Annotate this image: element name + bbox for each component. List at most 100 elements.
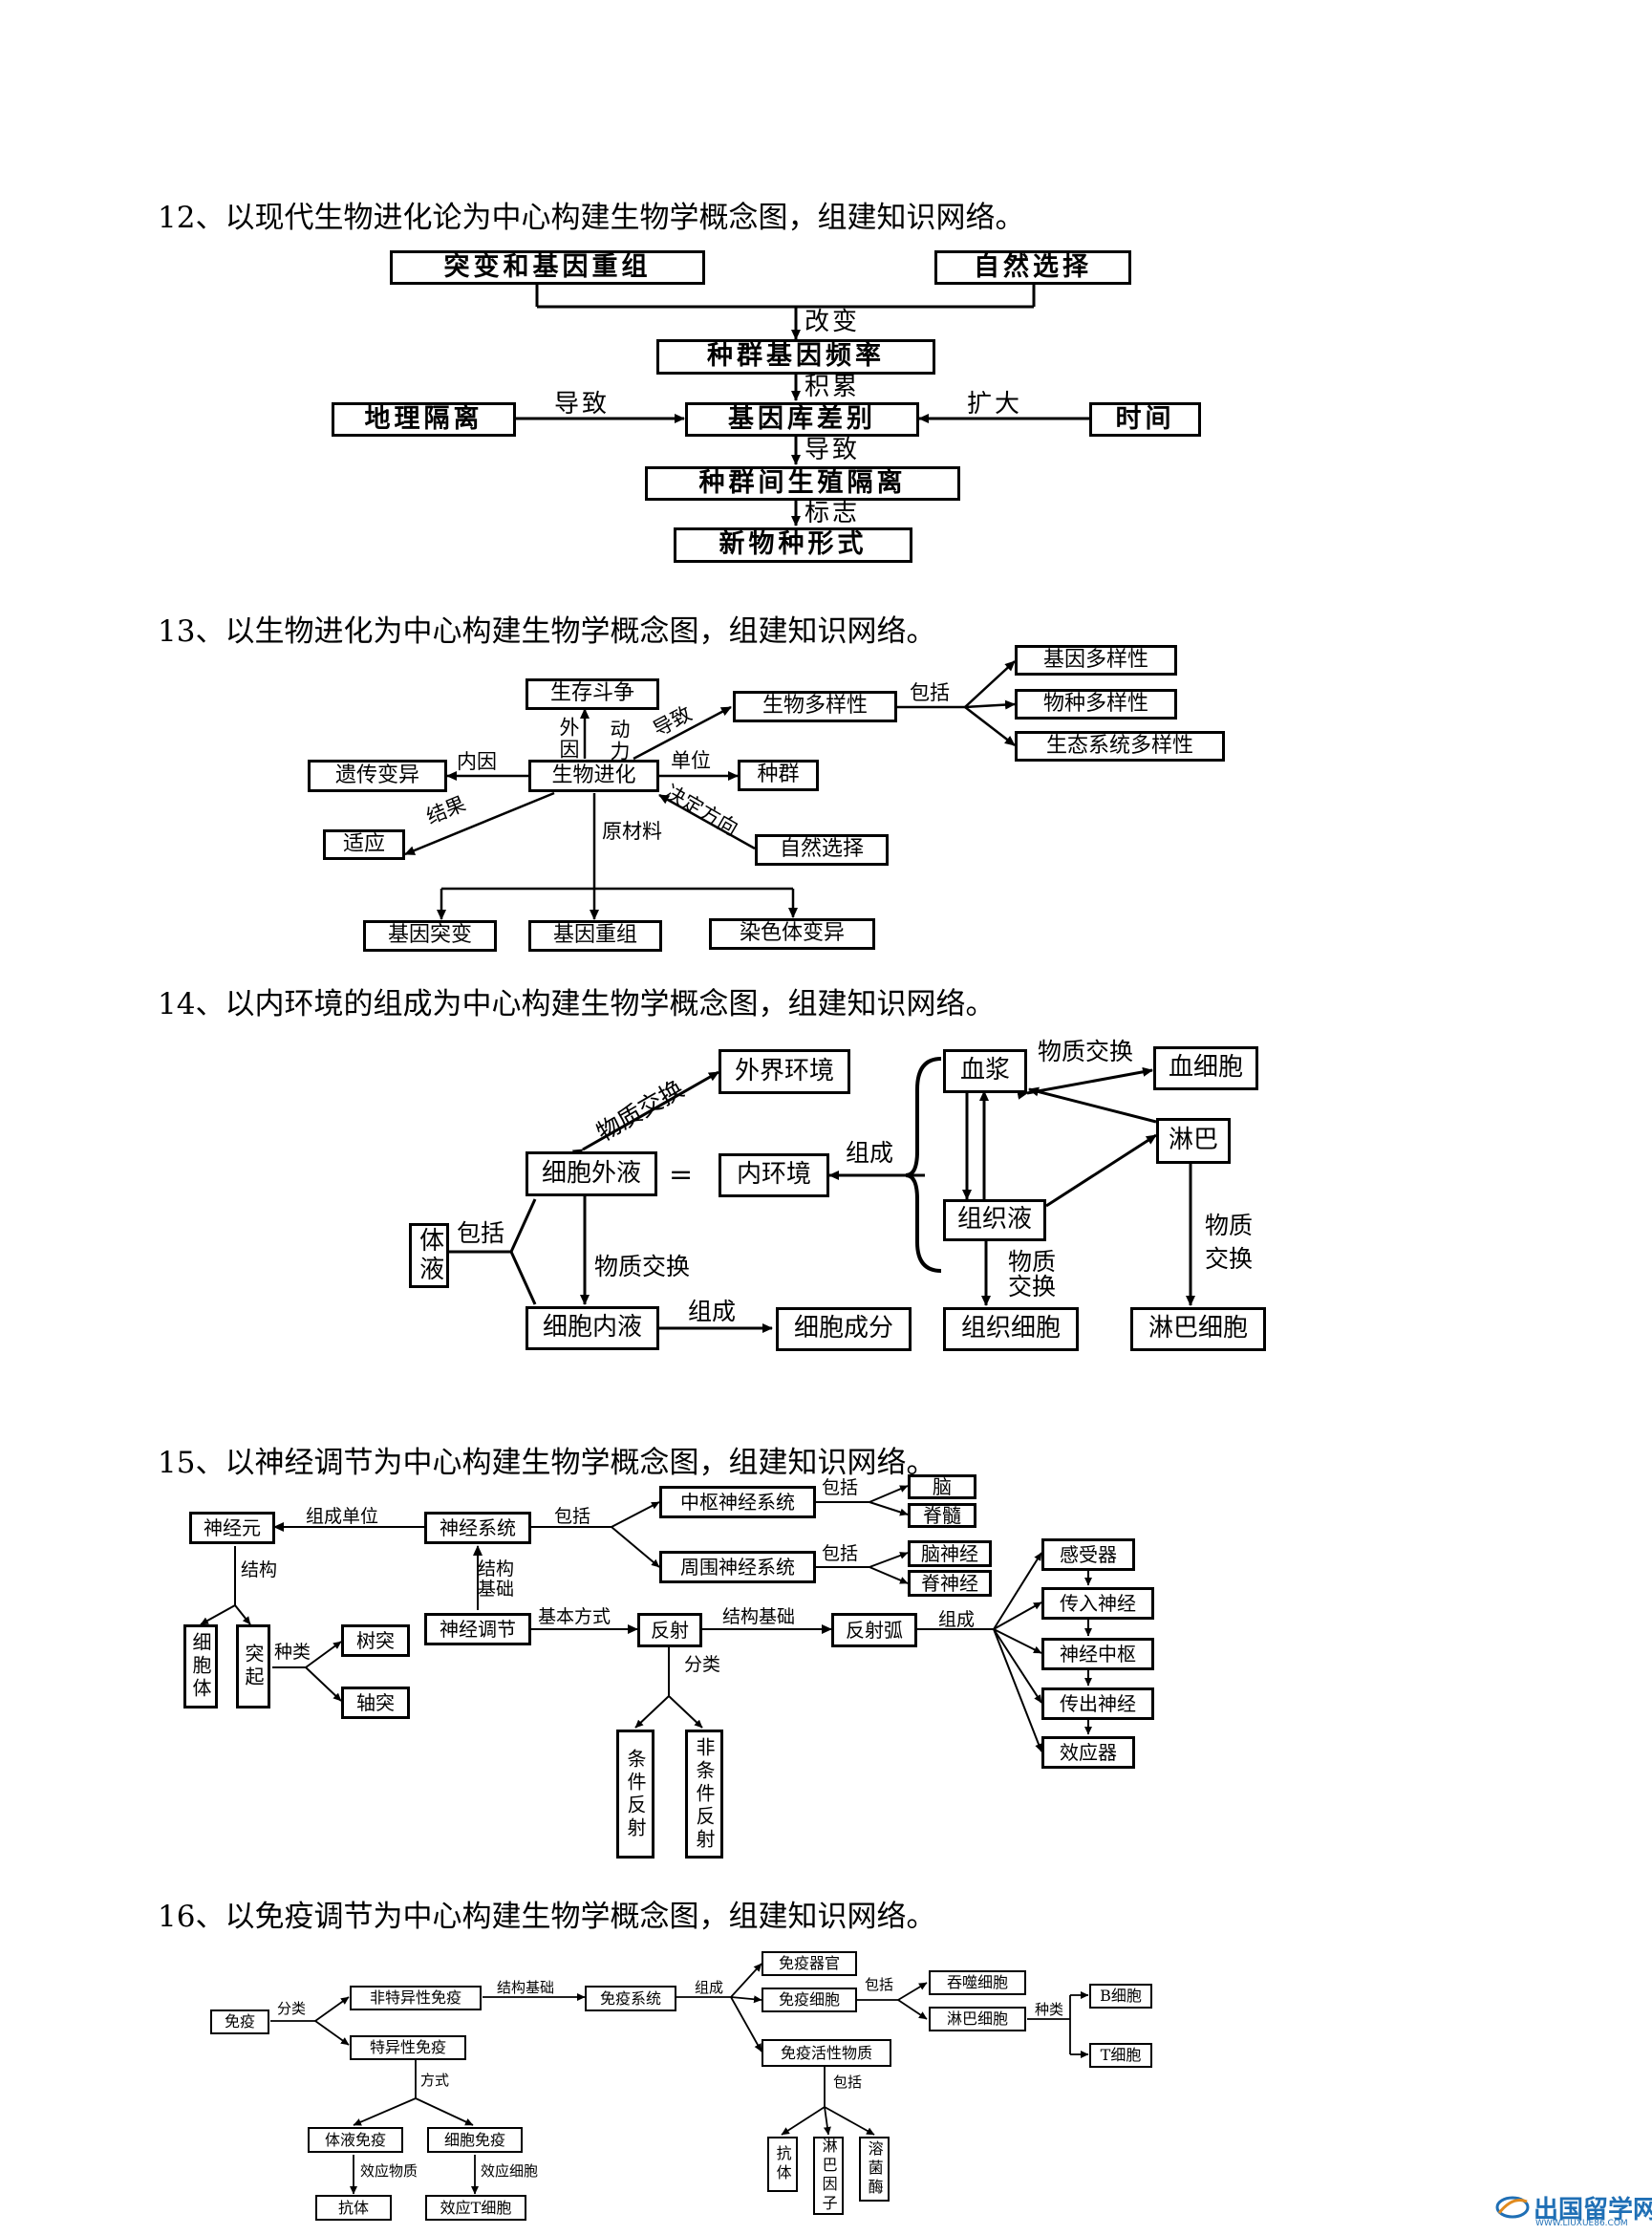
label-exchange-5: 物质交换 — [1204, 1212, 1253, 1273]
node-chromosome-variation: 染色体变异 — [709, 918, 875, 950]
node-immune-active-substance: 免疫活性物质 — [762, 2039, 891, 2067]
node-body-fluid: 体液 — [409, 1223, 449, 1288]
watermark-url: WWW.LIUXUE86.COM — [1535, 2219, 1628, 2228]
label-structural-basis: 结构基础 — [497, 1979, 555, 1996]
section-13-heading: 13、以生物进化为中心构建生物学概念图，组建知识网络。 — [158, 614, 936, 649]
node-heredity-variation: 遗传变异 — [308, 760, 447, 792]
section-15-heading: 15、以神经调节为中心构建生物学概念图，组建知识网络。 — [158, 1446, 936, 1480]
node-cellular-immunity: 细胞免疫 — [427, 2127, 523, 2153]
label-raw-material: 原材料 — [602, 820, 662, 843]
label-structural-basis: 结构基础 — [478, 1558, 515, 1600]
node-antibody-2: 抗体 — [767, 2137, 798, 2192]
node-lymphocyte: 淋巴细胞 — [929, 2007, 1026, 2031]
node-lysozyme: 溶菌酶 — [859, 2137, 890, 2202]
node-new-species: 新物种形式 — [674, 527, 912, 563]
node-axon: 轴突 — [341, 1687, 410, 1719]
node-lymphocyte-14: 淋巴细胞 — [1130, 1307, 1266, 1351]
node-reflex-arc: 反射弧 — [831, 1613, 917, 1647]
node-gene-mutation: 基因突变 — [363, 920, 497, 952]
label-include-3: 包括 — [822, 1543, 859, 1564]
label-unit: 单位 — [671, 749, 711, 772]
node-lymphokine: 淋巴因子 — [813, 2137, 844, 2215]
label-mode: 方式 — [420, 2072, 450, 2089]
node-immunity: 免疫 — [210, 2009, 269, 2034]
label-mark: 标志 — [805, 499, 861, 527]
label-structural-basis-2: 结构基础 — [722, 1606, 796, 1627]
node-process: 突起 — [236, 1624, 270, 1708]
node-spinal-nerve: 脊神经 — [908, 1570, 992, 1597]
node-afferent-nerve: 传入神经 — [1041, 1587, 1154, 1620]
node-population: 种群 — [738, 760, 819, 791]
label-kind: 种类 — [1035, 2001, 1064, 2018]
node-nonspecific-immunity: 非特异性免疫 — [350, 1986, 482, 2010]
label-compose-2: 组成 — [688, 1298, 737, 1325]
label-classify: 分类 — [277, 2000, 307, 2017]
watermark-text: 出国留学网 — [1534, 2196, 1652, 2224]
label-motive: 动力 — [608, 719, 631, 763]
label-exchange-3: 物质交换 — [594, 1253, 691, 1280]
node-struggle: 生存斗争 — [526, 678, 659, 710]
node-specific-immunity: 特异性免疫 — [350, 2035, 466, 2060]
node-external-environment: 外界环境 — [719, 1049, 850, 1094]
node-species-diversity: 物种多样性 — [1015, 689, 1177, 720]
label-exchange-4: 物质交换 — [1007, 1248, 1056, 1301]
node-effector-t-cell: 效应T细胞 — [425, 2195, 526, 2221]
label-external-cause: 外因 — [557, 717, 580, 761]
node-lymph: 淋巴 — [1156, 1118, 1231, 1164]
label-expand: 扩大 — [967, 390, 1023, 419]
label-accumulate: 积累 — [805, 373, 861, 401]
s12-lines — [516, 283, 1089, 527]
node-b-cell: B细胞 — [1089, 1984, 1152, 2009]
node-gene-diversity: 基因多样性 — [1015, 645, 1177, 676]
s14-lines — [449, 1057, 1195, 1333]
node-nervous-system: 神经系统 — [424, 1512, 531, 1544]
node-peripheral-nervous-system: 周围神经系统 — [659, 1551, 816, 1583]
label-include: 包括 — [457, 1219, 505, 1247]
s16-lines — [270, 1963, 1089, 2195]
s15-lines — [200, 1485, 1092, 1752]
label-lead-down: 导致 — [805, 436, 861, 464]
label-basic-mode: 基本方式 — [538, 1606, 611, 1627]
node-spinal-cord: 脊髓 — [908, 1503, 976, 1528]
node-neuron: 神经元 — [189, 1512, 275, 1544]
node-geographic-isolation: 地理隔离 — [332, 402, 516, 437]
watermark-swoosh-icon — [1495, 2196, 1530, 2219]
section-12-heading: 12、以现代生物进化论为中心构建生物学概念图，组建知识网络。 — [158, 201, 1025, 235]
label-structure: 结构 — [241, 1559, 278, 1580]
label-include-2: 包括 — [833, 2074, 863, 2091]
node-evolution: 生物进化 — [528, 760, 659, 792]
node-immune-cell: 免疫细胞 — [762, 1988, 857, 2012]
node-immune-organ: 免疫器官 — [762, 1951, 857, 1976]
label-include-1: 包括 — [554, 1506, 591, 1527]
node-internal-environment: 内环境 — [719, 1153, 829, 1197]
node-natural-selection: 自然选择 — [934, 250, 1131, 285]
node-adaptation: 适应 — [323, 829, 405, 860]
label-effector-substance: 效应物质 — [360, 2162, 418, 2180]
node-gene-recombination: 基因重组 — [528, 920, 662, 952]
s13-lines — [404, 660, 1016, 920]
node-plasma: 血浆 — [943, 1049, 1027, 1093]
node-tissue-fluid: 组织液 — [943, 1199, 1046, 1241]
node-t-cell: T细胞 — [1089, 2043, 1152, 2068]
node-dendrite: 树突 — [341, 1624, 410, 1657]
node-reproductive-isolation: 种群间生殖隔离 — [645, 466, 960, 501]
node-intracellular-fluid: 细胞内液 — [526, 1306, 659, 1350]
node-natural-selection-2: 自然选择 — [755, 834, 889, 866]
node-cranial-nerve: 脑神经 — [908, 1540, 992, 1567]
label-classify: 分类 — [684, 1654, 721, 1675]
node-cell-body: 细胞体 — [183, 1624, 218, 1708]
node-effector: 效应器 — [1041, 1736, 1135, 1769]
node-central-nervous-system: 中枢神经系统 — [659, 1486, 816, 1518]
node-immune-system: 免疫系统 — [585, 1986, 676, 2011]
label-include-2: 包括 — [822, 1477, 859, 1498]
label-compose: 组成 — [938, 1609, 976, 1630]
label-equal: = — [669, 1158, 694, 1192]
label-compose-1: 组成 — [846, 1139, 894, 1167]
node-extracellular-fluid: 细胞外液 — [526, 1151, 657, 1196]
node-blood-cell: 血细胞 — [1153, 1046, 1258, 1090]
node-gene-pool-diff: 基因库差别 — [685, 402, 919, 437]
label-compose: 组成 — [695, 1979, 724, 1996]
node-tissue-cell: 组织细胞 — [943, 1307, 1079, 1351]
node-conditioned-reflex: 条件反射 — [616, 1730, 654, 1859]
